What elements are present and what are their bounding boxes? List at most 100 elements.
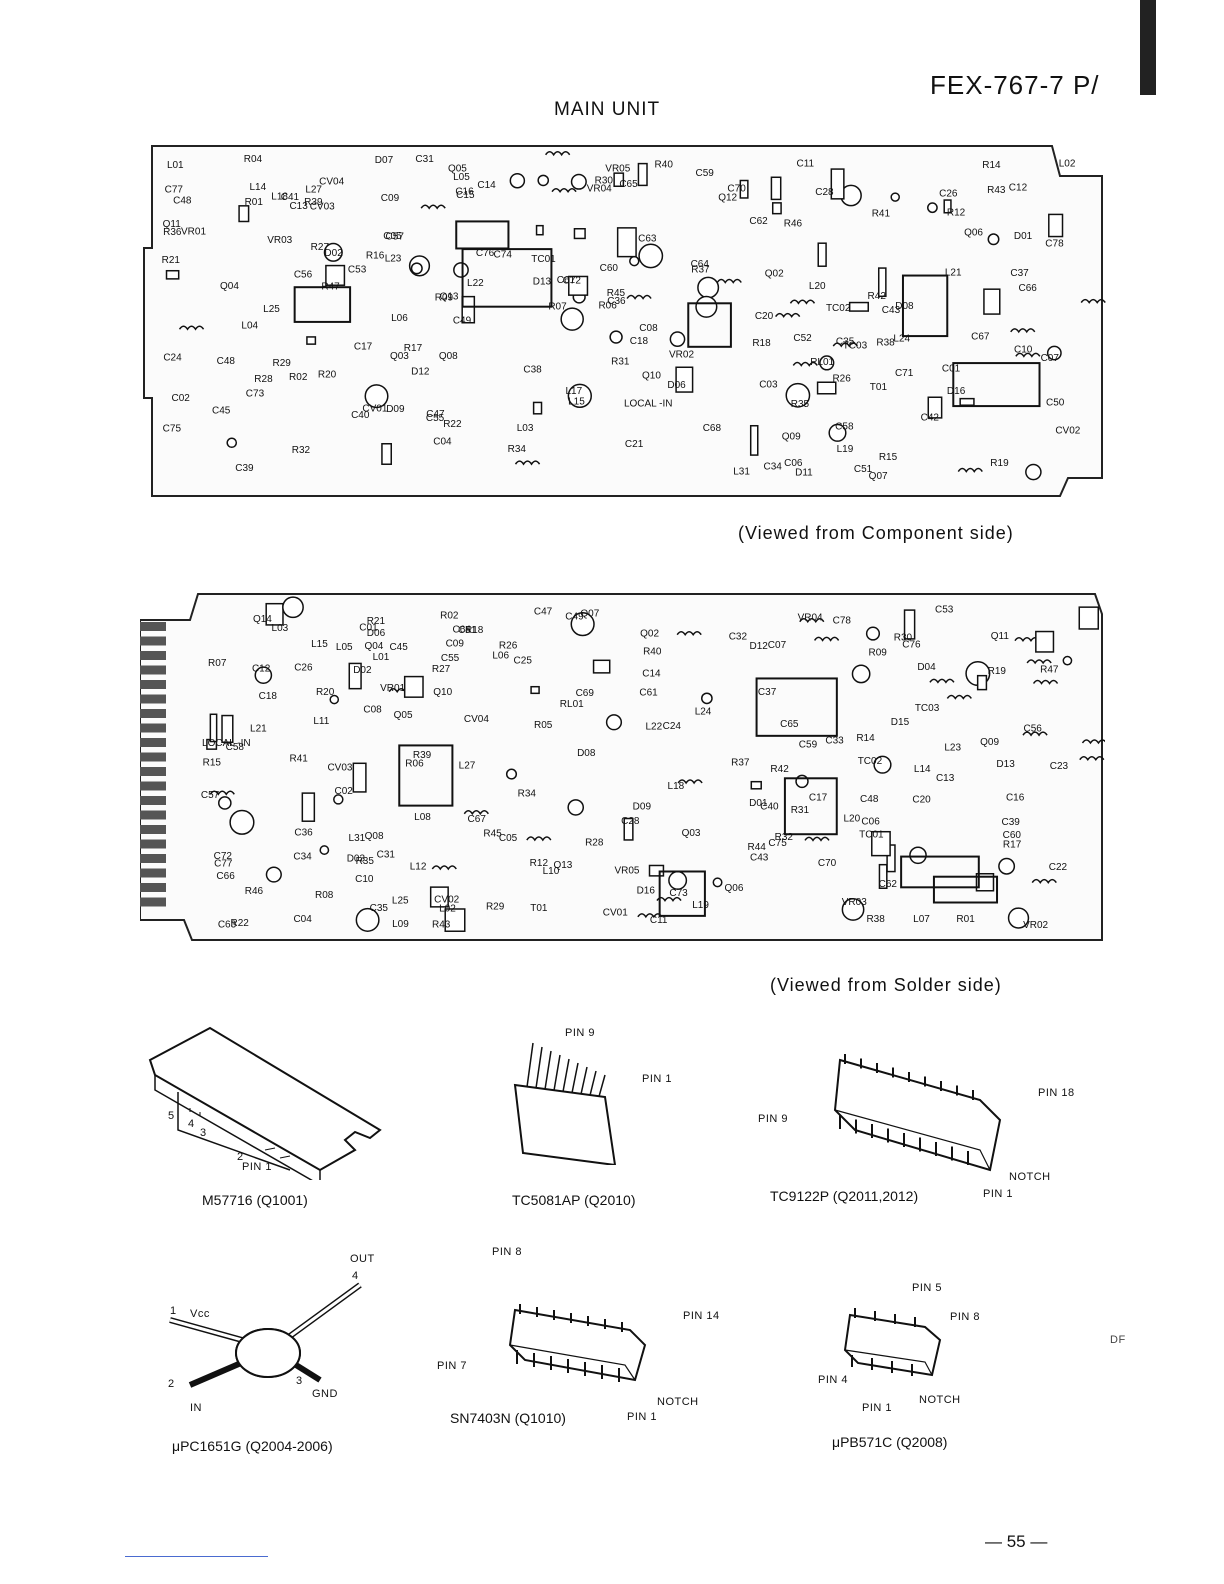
component-side-designator: C56 bbox=[294, 269, 313, 280]
solder-side-part bbox=[429, 886, 449, 908]
edge-finger bbox=[140, 709, 166, 718]
component-side-designator: CV01 bbox=[362, 404, 387, 415]
solder-side-part bbox=[333, 794, 344, 805]
solder-side-part bbox=[998, 857, 1016, 875]
component-side-designator: TC01 bbox=[531, 254, 556, 265]
component-side-designator: L24 bbox=[893, 334, 910, 345]
solder-side-part bbox=[605, 714, 623, 731]
solder-side-designator: L12 bbox=[410, 862, 427, 873]
edge-finger bbox=[140, 796, 166, 805]
solder-side-designator: Q10 bbox=[433, 687, 452, 698]
component-side-designator: C48 bbox=[217, 356, 236, 367]
component-side-designator: TC03 bbox=[843, 340, 868, 351]
component-side-designator: L20 bbox=[809, 281, 826, 292]
component-side-designator: L05 bbox=[453, 172, 470, 183]
solder-side-designator: C22 bbox=[1049, 862, 1068, 873]
solder-side-designator: R44 bbox=[748, 842, 767, 853]
upc1651g-pin3: 3 bbox=[296, 1375, 303, 1387]
component-side-designator: C17 bbox=[354, 342, 373, 353]
solder-side-part bbox=[1079, 755, 1105, 762]
solder-side-designator: C13 bbox=[936, 773, 955, 784]
component-side-designator: C47 bbox=[426, 409, 445, 420]
solder-side-designator: R15 bbox=[203, 757, 222, 768]
component-side-part bbox=[514, 460, 541, 466]
solder-side-part bbox=[444, 908, 466, 932]
solder-side-block bbox=[783, 777, 838, 836]
component-side-part bbox=[987, 233, 1000, 246]
component-side-designator: Q04 bbox=[220, 281, 239, 292]
solder-side-designator: C26 bbox=[294, 662, 313, 673]
component-side-part bbox=[695, 295, 718, 318]
solder-side-part bbox=[592, 659, 611, 674]
solder-side-designator: VR03 bbox=[842, 897, 867, 908]
solder-side-part bbox=[329, 694, 340, 705]
solder-side-designator: L06 bbox=[492, 650, 509, 661]
component-side-designator: C72 bbox=[563, 276, 582, 287]
solder-side-designator: R29 bbox=[486, 901, 505, 912]
component-side-part bbox=[1048, 213, 1064, 238]
sip-pin bbox=[544, 1050, 552, 1090]
component-side-designator: L25 bbox=[263, 304, 280, 315]
solder-side-part bbox=[265, 866, 282, 883]
component-side-part bbox=[927, 396, 943, 419]
m57716-pin1: PIN 1 bbox=[242, 1161, 273, 1173]
solder-side-part bbox=[946, 694, 972, 700]
component-side-designator: R02 bbox=[289, 372, 308, 383]
solder-side-designator: R28 bbox=[585, 837, 604, 848]
edge-finger bbox=[140, 767, 166, 776]
sip-pin bbox=[526, 1042, 534, 1088]
component-side-designator: C78 bbox=[1045, 239, 1064, 250]
solder-side-designator: C40 bbox=[760, 801, 779, 812]
solder-side-designator: L08 bbox=[414, 812, 431, 823]
solder-side-designator: Q09 bbox=[980, 737, 999, 748]
component-side-designator: C38 bbox=[523, 364, 542, 375]
solder-side-designator: L18 bbox=[668, 781, 685, 792]
component-side-designator: L17 bbox=[565, 386, 582, 397]
component-side-part bbox=[943, 199, 952, 214]
solder-side-designator: L20 bbox=[843, 813, 860, 824]
component-side-part bbox=[568, 275, 589, 296]
solder-side-designator: R06 bbox=[405, 758, 424, 769]
upc1651g-pin1: 1 bbox=[170, 1305, 177, 1317]
solder-side-designator: C78 bbox=[833, 616, 852, 627]
sn7403n-caption: SN7403N (Q1010) bbox=[450, 1410, 566, 1426]
component-side-designator: R46 bbox=[784, 218, 803, 229]
solder-side-designator: C66 bbox=[216, 871, 235, 882]
solder-side-designator: C73 bbox=[669, 888, 688, 899]
component-side-designator: C37 bbox=[1010, 268, 1029, 279]
solder-side-designator: C06 bbox=[861, 817, 880, 828]
component-side-part bbox=[1046, 345, 1062, 361]
component-side-designator: VR05 bbox=[605, 163, 630, 174]
solder-side-designator: L02 bbox=[439, 903, 456, 914]
component-side-designator: RL01 bbox=[810, 357, 834, 368]
component-side-designator: C73 bbox=[246, 389, 265, 400]
solder-side-block bbox=[755, 677, 838, 737]
component-side-part bbox=[792, 361, 818, 367]
solder-side-part bbox=[1014, 636, 1040, 643]
solder-side-designator: C69 bbox=[576, 688, 595, 699]
component-side-part bbox=[165, 269, 180, 280]
solder-side-designator: C64 bbox=[453, 625, 472, 636]
solder-side-designator: L14 bbox=[914, 764, 931, 775]
upc1651g-pin4: 4 bbox=[352, 1270, 359, 1282]
component-side-part bbox=[828, 423, 847, 442]
component-side-part bbox=[669, 331, 686, 348]
m57716-drawing bbox=[148, 1026, 382, 1180]
component-side-designator: R06 bbox=[598, 301, 617, 312]
solder-side-part bbox=[570, 612, 595, 637]
solder-side-designator: R38 bbox=[866, 914, 885, 925]
solder-side-designator: C07 bbox=[768, 640, 787, 651]
component-side-designator: C10 bbox=[1014, 345, 1033, 356]
edge-finger bbox=[140, 897, 166, 907]
solder-side-designator: C25 bbox=[514, 656, 533, 667]
component-side-part bbox=[570, 173, 587, 190]
component-side-designator: R30 bbox=[595, 175, 614, 186]
component-side-designator: L23 bbox=[385, 254, 402, 265]
solder-side-designator: D01 bbox=[749, 798, 768, 809]
solder-side-designator: C09 bbox=[446, 638, 465, 649]
upc1651g-out: OUT bbox=[350, 1253, 375, 1265]
sn7403n-notch: NOTCH bbox=[657, 1396, 699, 1408]
component-side-part bbox=[573, 228, 586, 240]
solder-side-designator: R34 bbox=[518, 789, 537, 800]
solder-side-designator: Q03 bbox=[682, 828, 701, 839]
